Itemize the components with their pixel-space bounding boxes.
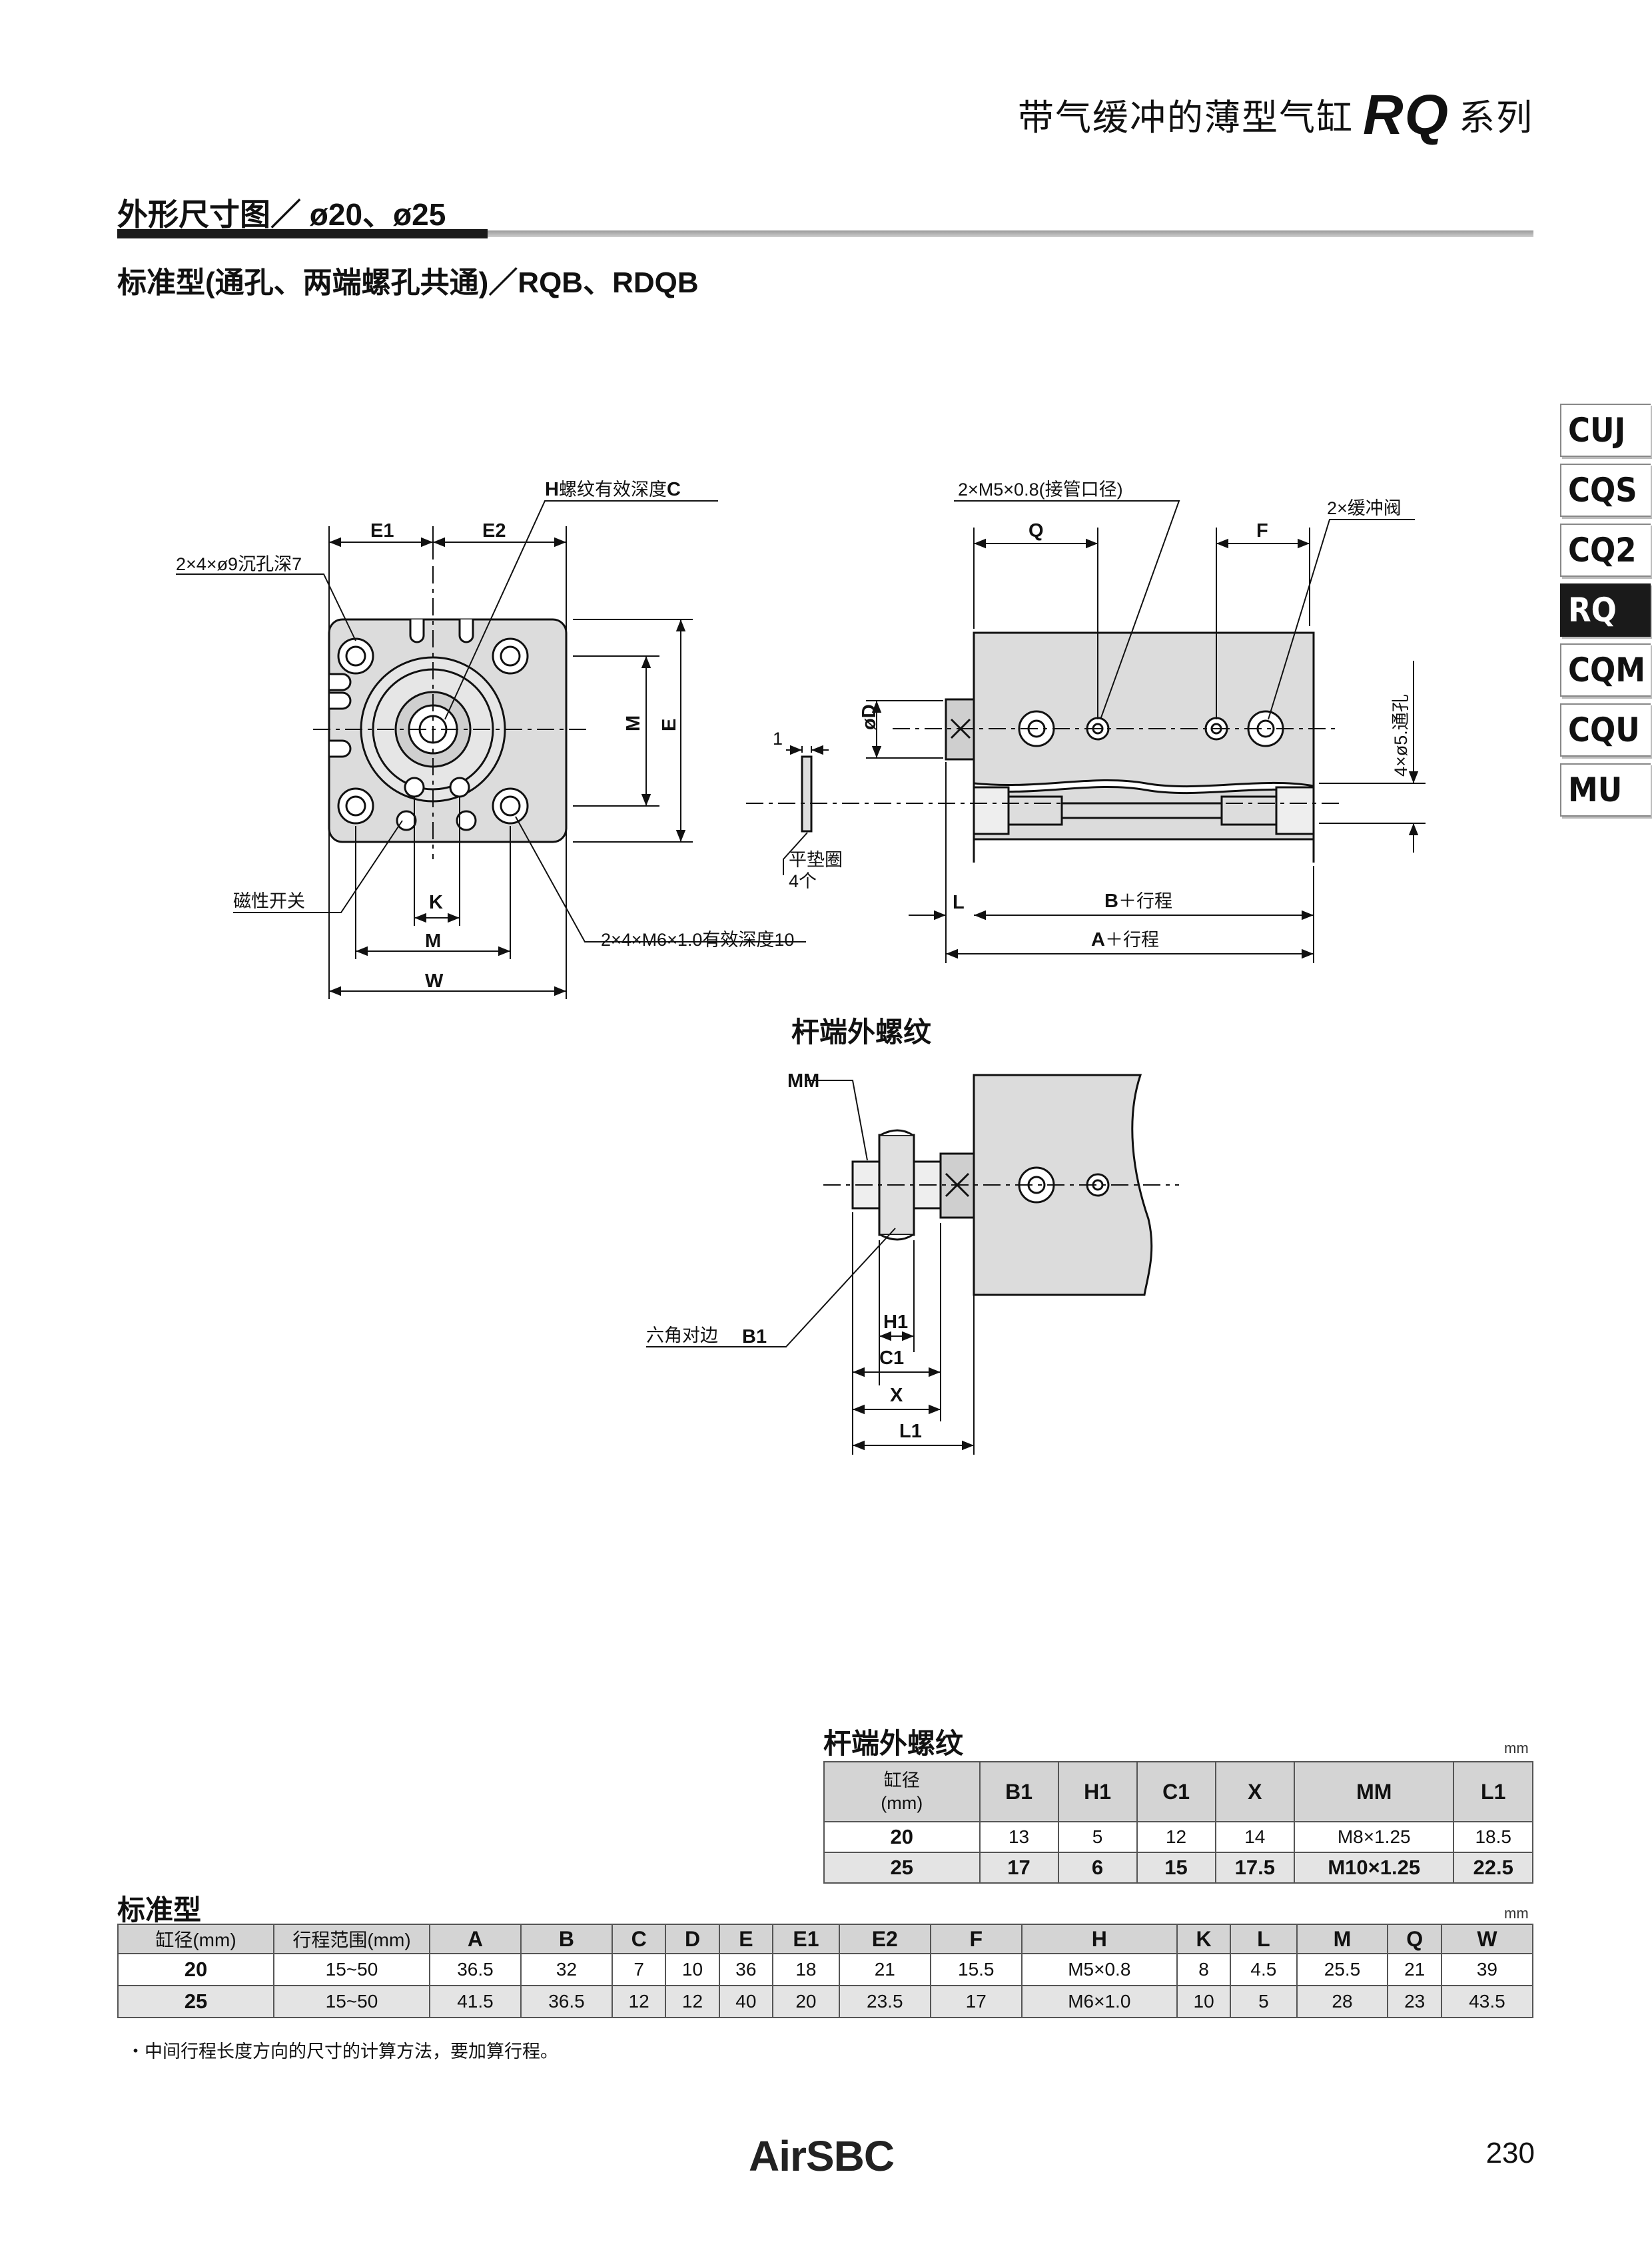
rod-header-h1: H1 xyxy=(1057,1761,1138,1822)
label-c1: C1 xyxy=(879,1347,904,1369)
label-washer-qty: 4个 xyxy=(789,871,817,891)
series-tabs: CUJ CQS CQ2 RQ CQM CQU MU xyxy=(1560,404,1652,823)
side-view xyxy=(801,631,1315,863)
std-header-l: L xyxy=(1230,1924,1298,1954)
std-header-a: A xyxy=(429,1924,522,1954)
std-header-e1: E1 xyxy=(772,1924,840,1954)
rod-table-unit: mm xyxy=(1504,1740,1529,1756)
footnote: ・中间行程长度方向的尺寸的计算方法，要加算行程。 xyxy=(127,2042,558,2061)
series-code: RQ xyxy=(1363,83,1449,146)
std-header-d: D xyxy=(665,1924,720,1954)
label-f: F xyxy=(1256,520,1268,542)
label-cushion-valve: 2×缓冲阀 xyxy=(1327,498,1402,518)
label-h1: H1 xyxy=(883,1311,908,1333)
label-counterbore: 2×4×ø9沉孔深7 xyxy=(176,554,302,574)
std-table-unit: mm xyxy=(1504,1905,1529,1922)
std-header-k: K xyxy=(1176,1924,1232,1954)
tab-cqm[interactable]: CQM xyxy=(1560,643,1651,697)
tab-cuj[interactable]: CUJ xyxy=(1560,404,1651,457)
label-through-holes: 4×ø5.通孔 xyxy=(1391,694,1411,777)
label-thread-holes: 2×4×M6×1.0有效深度10 xyxy=(601,930,794,950)
label-q: Q xyxy=(1029,520,1044,542)
std-header-e2: E2 xyxy=(838,1924,931,1954)
label-b1: B1 xyxy=(742,1326,767,1347)
table-row: 25 17 6 15 17.5 M10×1.25 22.5 xyxy=(823,1852,1533,1884)
table-row: 20 13 5 12 14 M8×1.25 18.5 xyxy=(823,1821,1533,1853)
label-l1: L1 xyxy=(899,1421,922,1442)
label-e1: E1 xyxy=(370,520,394,542)
rod-header-b1: B1 xyxy=(979,1761,1059,1822)
std-header-q: Q xyxy=(1387,1924,1442,1954)
label-x: X xyxy=(890,1385,903,1406)
page-number: 230 xyxy=(1485,2137,1535,2169)
tab-mu[interactable]: MU xyxy=(1560,763,1651,817)
label-mm: MM xyxy=(787,1070,819,1092)
front-view xyxy=(328,618,568,843)
standard-table: 缸径(mm) 行程范围(mm) A B C D E E1 E2 F H K L … xyxy=(117,1924,1534,2018)
table-row: 20 15~50 36.5 32 7 10 36 18 21 15.5 M5×0… xyxy=(117,1953,1534,1986)
tab-rq[interactable]: RQ xyxy=(1560,583,1651,637)
rod-header-bore: 缸径(mm) xyxy=(823,1761,981,1822)
label-one: 1 xyxy=(773,729,783,749)
label-e2: E2 xyxy=(482,520,506,542)
rod-header-x: X xyxy=(1214,1761,1296,1822)
rod-end-title: 杆端外螺纹 xyxy=(791,1016,932,1048)
dimension-drawing: E1 E2 2×4×ø9沉孔深7 H螺纹有效深度C M E 磁性开关 K M W… xyxy=(176,479,1426,1455)
series-prefix: 带气缓冲的薄型气缸 xyxy=(1018,98,1354,138)
rod-header-l1: L1 xyxy=(1453,1761,1533,1822)
rod-table-caption: 杆端外螺纹 xyxy=(823,1728,964,1759)
subtitle: 标准型(通孔、两端螺孔共通)／RQB、RDQB xyxy=(117,266,699,299)
label-port: 2×M5×0.8(接管口径) xyxy=(958,480,1123,500)
tab-cqs[interactable]: CQS xyxy=(1560,464,1651,517)
title-underline xyxy=(117,229,1533,238)
label-w: W xyxy=(425,970,444,992)
std-header-f: F xyxy=(929,1924,1023,1954)
std-table-caption: 标准型 xyxy=(117,1894,202,1926)
series-suffix: 系列 xyxy=(1459,98,1533,138)
label-od: øD xyxy=(859,704,880,730)
rod-end-table: 缸径(mm) B1 H1 C1 X MM L1 20 13 5 12 14 M8… xyxy=(823,1761,1533,1884)
std-header-e: E xyxy=(718,1924,774,1954)
label-a-stroke: A＋行程 xyxy=(1091,929,1159,950)
std-header-h: H xyxy=(1021,1924,1178,1954)
label-m-bottom: M xyxy=(425,931,441,952)
std-header-stroke: 行程范围(mm) xyxy=(273,1924,430,1954)
label-m: M xyxy=(623,715,644,731)
table-row: 25 15~50 41.5 36.5 12 12 40 20 23.5 17 M… xyxy=(117,1985,1534,2018)
label-b-stroke: B＋行程 xyxy=(1104,891,1172,912)
std-header-w: W xyxy=(1440,1924,1534,1954)
label-h-thread: H螺纹有效深度C xyxy=(545,479,681,500)
label-hex-flats: 六角对边 xyxy=(646,1325,718,1345)
rod-header-mm: MM xyxy=(1294,1761,1455,1822)
tab-cq2[interactable]: CQ2 xyxy=(1560,524,1651,577)
label-k: K xyxy=(429,892,443,913)
label-magnetic-switch: 磁性开关 xyxy=(233,891,305,911)
tab-cqu[interactable]: CQU xyxy=(1560,703,1651,757)
std-header-m: M xyxy=(1296,1924,1389,1954)
label-l: L xyxy=(953,892,965,913)
label-washer: 平垫圈 xyxy=(789,850,843,870)
brand-logo: AirSBC xyxy=(749,2132,895,2180)
label-e: E xyxy=(659,719,680,731)
std-header-bore: 缸径(mm) xyxy=(117,1924,274,1954)
section-title: 外形尺寸图／ ø20、ø25 xyxy=(117,197,446,232)
std-header-b: B xyxy=(520,1924,613,1954)
rod-header-c1: C1 xyxy=(1136,1761,1216,1822)
std-header-c: C xyxy=(611,1924,667,1954)
